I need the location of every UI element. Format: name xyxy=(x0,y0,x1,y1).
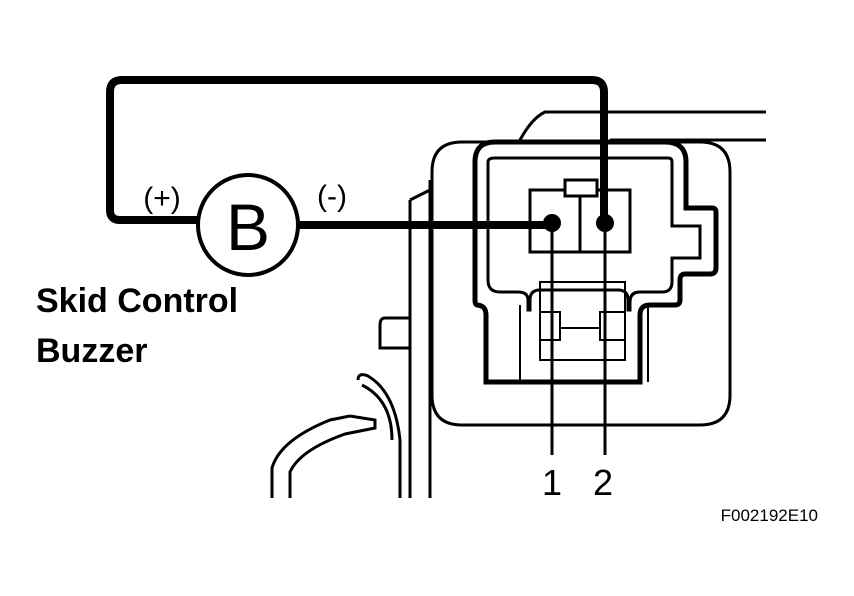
mounting-bracket xyxy=(270,110,766,498)
terminal-block xyxy=(528,178,632,254)
negative-terminal-label: (-) xyxy=(317,180,347,213)
figure-code: F002192E10 xyxy=(721,506,818,525)
pin-1-label: 1 xyxy=(542,462,562,503)
pin-2-label: 2 xyxy=(593,462,613,503)
positive-terminal-label: (+) xyxy=(143,182,181,215)
buzzer-symbol-letter: B xyxy=(226,190,270,264)
wire-positive xyxy=(106,76,608,229)
component-name-line2: Buzzer xyxy=(36,332,147,370)
connector-housing xyxy=(430,139,732,427)
wire-harness xyxy=(106,76,608,229)
component-name-line1: Skid Control xyxy=(36,282,238,320)
buzzer-symbol-circle xyxy=(196,173,300,277)
